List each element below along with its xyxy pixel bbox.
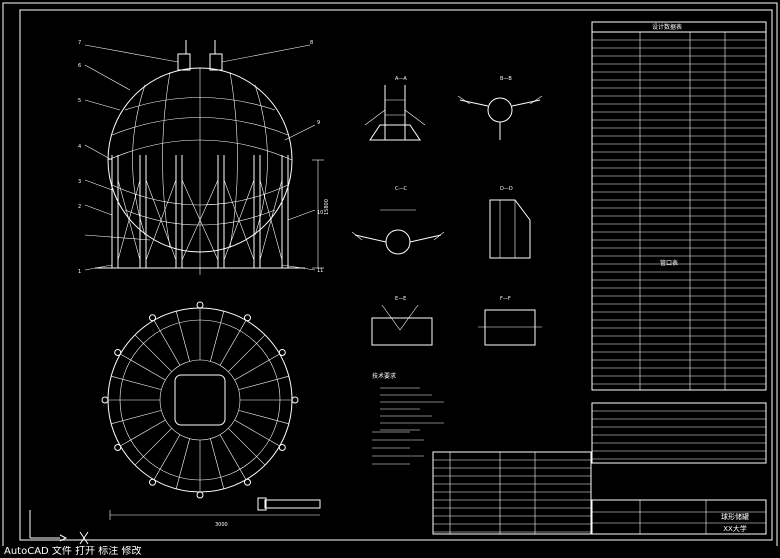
section-views (351, 85, 543, 346)
height-dim: 15800 (324, 199, 330, 215)
section-f: F—F (500, 296, 511, 302)
ucs-icon (29, 510, 89, 545)
callout-3: 3 (78, 179, 81, 185)
callout-7: 7 (78, 40, 81, 46)
base-dim: 3000 (215, 522, 228, 528)
section-b: B—B (500, 76, 512, 82)
callout-10: 10 (317, 210, 323, 216)
notes-heading: 技术要求 (372, 372, 396, 380)
design-data-heading: 设计数据表 (652, 23, 682, 31)
callout-7b: 6 (78, 63, 81, 69)
callout-2: 2 (78, 204, 81, 210)
callout-1: 1 (78, 269, 81, 275)
elevation-view (84, 40, 324, 275)
section-c: C—C (395, 186, 407, 192)
callout-4: 4 (78, 144, 81, 150)
nozzle-table-heading: 管口表 (660, 259, 678, 267)
callout-6: 5 (78, 98, 81, 104)
status-bar: AutoCAD 文件 打开 标注 修改 (0, 546, 780, 558)
section-e: E—E (395, 296, 406, 302)
parts-list (432, 402, 767, 535)
plan-view (101, 301, 321, 520)
callout-9: 9 (317, 120, 320, 126)
section-a: A—A (395, 76, 407, 82)
callout-8: 8 (310, 40, 313, 46)
notes-block (372, 387, 444, 465)
school-name: XX大学 (723, 524, 747, 533)
design-data-table (591, 21, 767, 391)
inner-frame (19, 9, 773, 541)
section-d: D—D (500, 186, 513, 192)
drawing-title: 球形储罐 (721, 512, 749, 521)
callout-11: 11 (317, 268, 323, 274)
title-block: 球形储罐 XX大学 (591, 499, 767, 535)
